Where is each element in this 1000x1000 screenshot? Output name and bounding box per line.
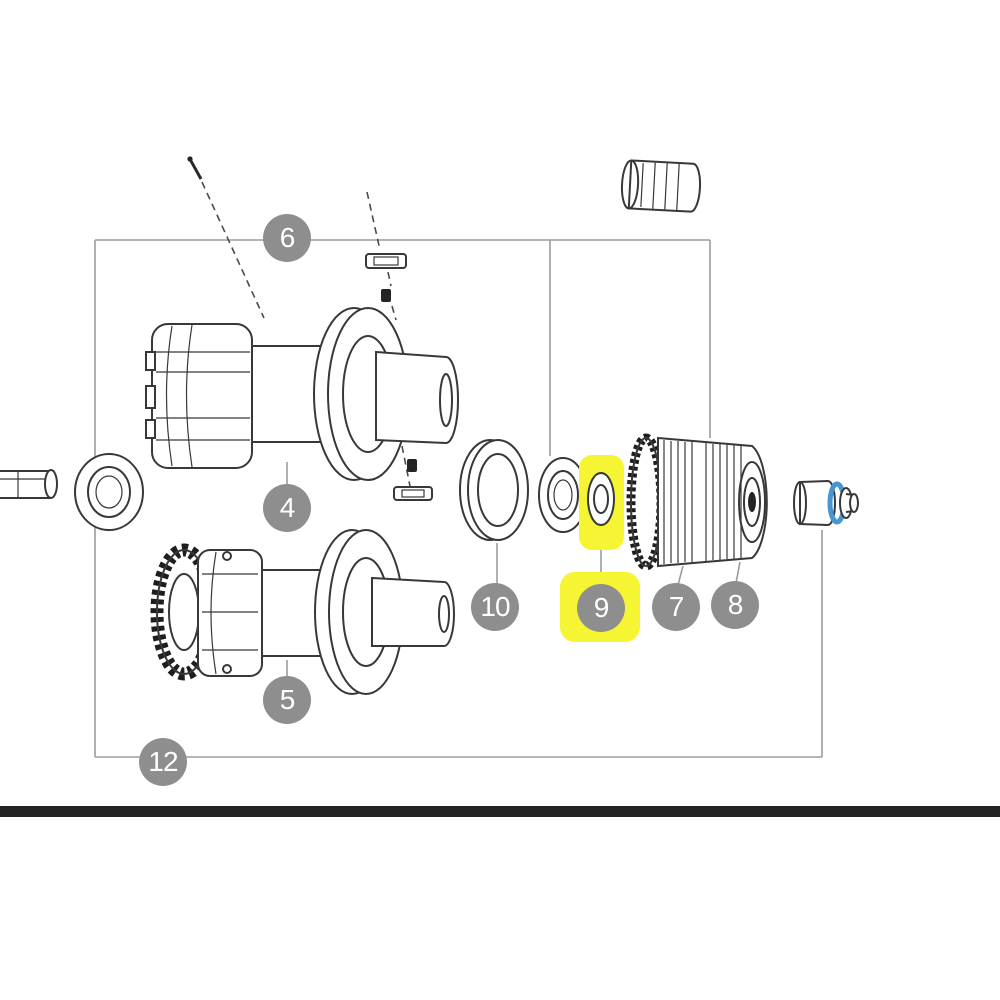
freehub-body — [626, 433, 768, 571]
callout-6-label: 6 — [279, 222, 296, 253]
callout-4-label: 4 — [279, 492, 296, 523]
callout-7-label: 7 — [668, 591, 685, 622]
callout-8[interactable]: 8 — [711, 581, 759, 629]
cylinder-top-right — [620, 159, 702, 213]
callout-6[interactable]: 6 — [263, 214, 311, 262]
callout-4[interactable]: 4 — [263, 484, 311, 532]
callout-5-label: 5 — [279, 684, 296, 715]
callout-10[interactable]: 10 — [471, 583, 519, 631]
callout-9-label: 9 — [593, 592, 610, 623]
callout-12[interactable]: 12 — [139, 738, 187, 786]
callout-7[interactable]: 7 — [652, 583, 700, 631]
rear-hub-body — [150, 529, 455, 695]
bottom-divider-bar — [0, 806, 1000, 817]
clamp-plate-upper — [365, 253, 407, 302]
callout-8-label: 8 — [727, 589, 744, 620]
dashed-axis-lines — [201, 181, 411, 487]
leader-lines — [286, 462, 741, 678]
washer-highlighted — [579, 455, 624, 550]
seal-ring — [459, 439, 529, 541]
callout-10-label: 10 — [480, 591, 510, 622]
callout-9[interactable]: 9 — [577, 584, 625, 632]
end-cap — [793, 479, 859, 527]
frame-outline — [94, 239, 823, 758]
front-hub-body — [145, 307, 459, 481]
callout-12-label: 12 — [148, 746, 178, 777]
callout-5[interactable]: 5 — [263, 676, 311, 724]
spoke-screw-top — [187, 156, 203, 180]
axle — [0, 469, 58, 499]
clamp-plate-lower — [393, 459, 433, 501]
bearing-left — [74, 453, 144, 531]
